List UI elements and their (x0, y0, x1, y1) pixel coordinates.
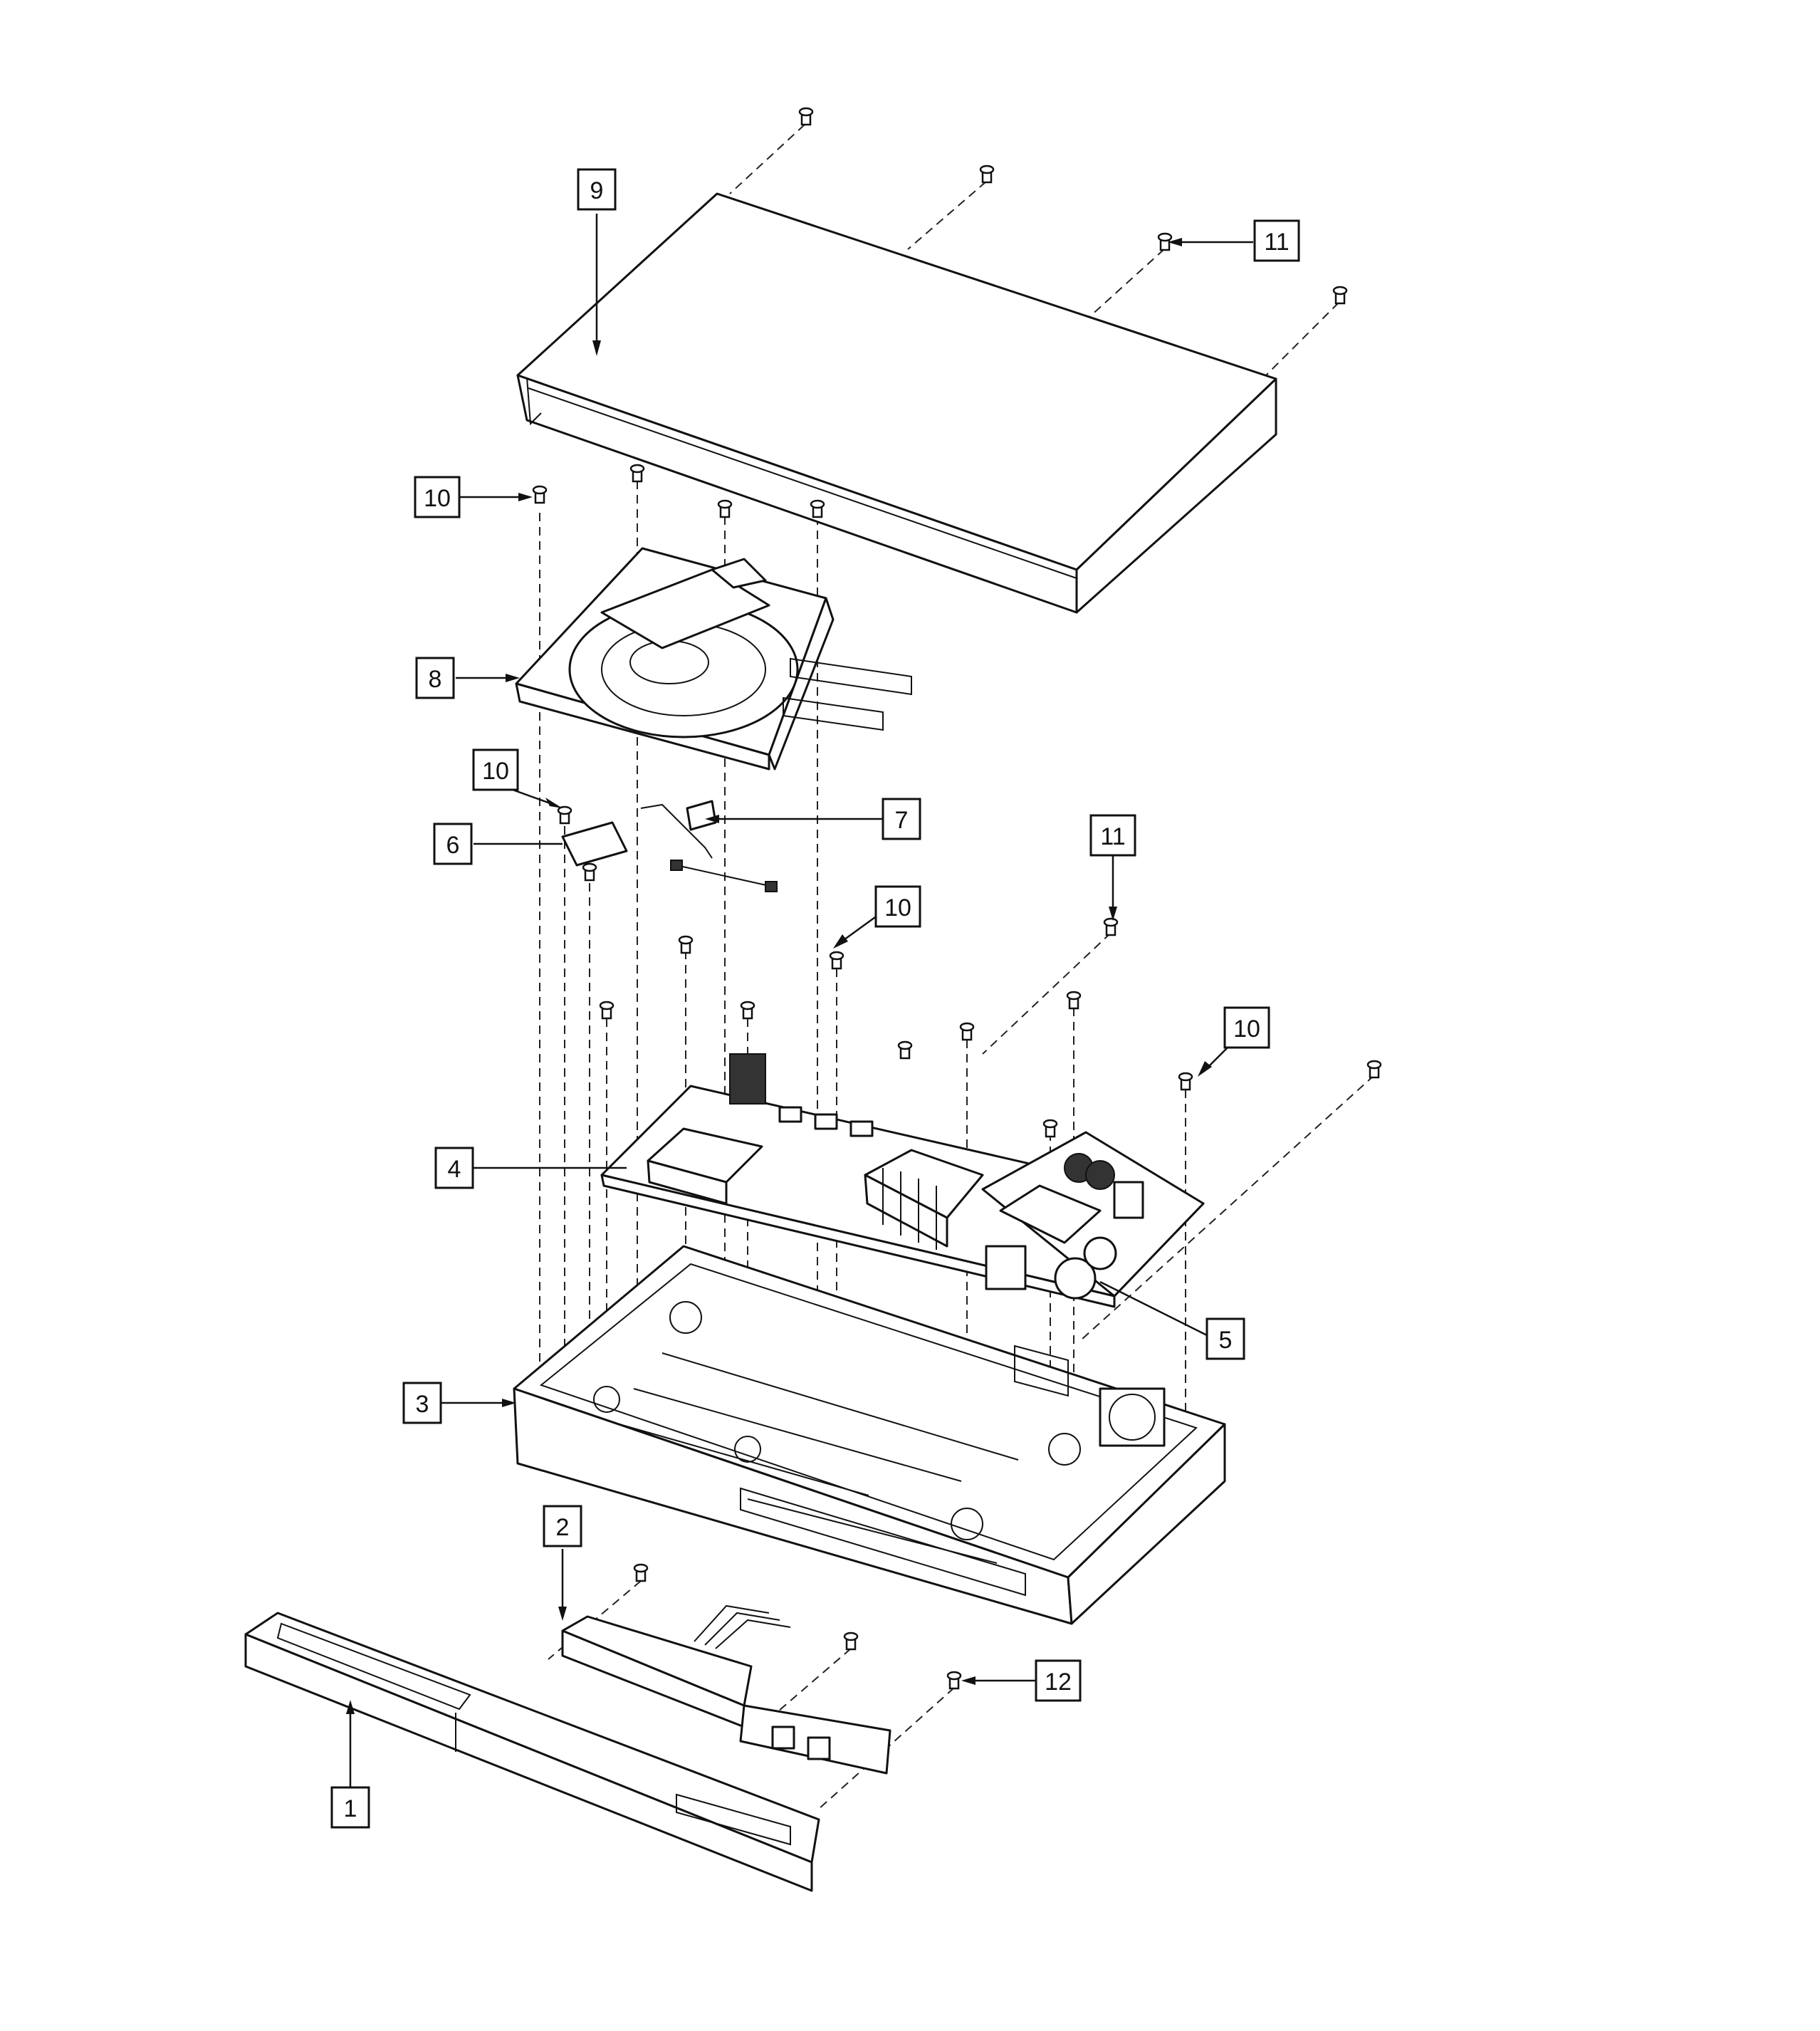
small-board (561, 821, 628, 867)
screw-icon (810, 499, 825, 518)
screw-icon (959, 1022, 975, 1041)
screw-icon (1066, 991, 1082, 1010)
front-panel (244, 1612, 820, 1892)
callout-label: 10 (1233, 1016, 1260, 1043)
callout-label: 10 (424, 485, 451, 512)
screw-icon (557, 805, 572, 825)
power-board (981, 1131, 1205, 1300)
screw-icon (740, 1001, 755, 1020)
callout-10-right: 10 (1223, 1006, 1270, 1049)
callout-8: 8 (415, 657, 455, 699)
sensor-clip (686, 800, 717, 831)
screw-icon (843, 1631, 859, 1651)
screw-icon (829, 951, 844, 970)
callout-label: 4 (448, 1156, 461, 1183)
callout-label: 12 (1045, 1669, 1072, 1696)
callout-11-mid: 11 (1089, 814, 1136, 857)
screw-icon (599, 1001, 614, 1020)
callouts: 9 11 10 8 10 6 7 11 (330, 168, 1300, 1829)
callout-2: 2 (543, 1505, 582, 1547)
chassis (513, 1245, 1226, 1625)
screw-icon (1366, 1060, 1382, 1079)
callout-label: 11 (1264, 229, 1289, 256)
screw-icon (1157, 232, 1173, 251)
front-board (561, 1604, 891, 1775)
callout-label: 10 (884, 894, 911, 921)
callout-12: 12 (1035, 1659, 1082, 1702)
callout-label: 5 (1219, 1327, 1233, 1354)
screw-icon (1178, 1072, 1193, 1091)
screw-icon (1042, 1119, 1058, 1138)
callout-10-mid: 10 (874, 885, 921, 928)
screw-icon (946, 1671, 962, 1690)
top-cover (516, 192, 1277, 614)
screw-icon (979, 165, 995, 184)
callout-10-upper-left: 10 (414, 476, 461, 518)
screw-icon (717, 499, 733, 518)
screw-icon (1332, 286, 1348, 305)
screw-icon (532, 485, 548, 504)
callout-10-mid-left: 10 (472, 748, 519, 791)
wire-harness (640, 803, 778, 892)
screw-icon (897, 1040, 913, 1060)
callout-label: 3 (416, 1391, 429, 1418)
screw-icon (798, 107, 814, 126)
callout-7: 7 (882, 798, 921, 840)
callout-11-top: 11 (1253, 219, 1300, 262)
disc-loader (515, 547, 912, 771)
screw-icon (1103, 917, 1119, 936)
screw-icon (582, 862, 597, 882)
callout-label: 2 (556, 1514, 570, 1541)
callout-label: 6 (446, 832, 460, 859)
callout-6: 6 (433, 823, 473, 865)
callout-label: 10 (482, 758, 509, 785)
screws (532, 107, 1382, 1690)
callout-1: 1 (330, 1786, 370, 1829)
callout-5: 5 (1206, 1317, 1245, 1360)
screw-icon (678, 935, 694, 954)
screw-icon (633, 1563, 649, 1582)
screw-icon (629, 464, 645, 483)
callout-9: 9 (577, 168, 617, 211)
callout-3: 3 (402, 1382, 442, 1424)
callout-label: 8 (429, 666, 442, 693)
callout-label: 11 (1100, 823, 1125, 850)
callout-label: 7 (895, 807, 909, 834)
callout-4: 4 (434, 1147, 474, 1189)
callout-label: 9 (590, 177, 604, 204)
callout-label: 1 (344, 1795, 357, 1822)
